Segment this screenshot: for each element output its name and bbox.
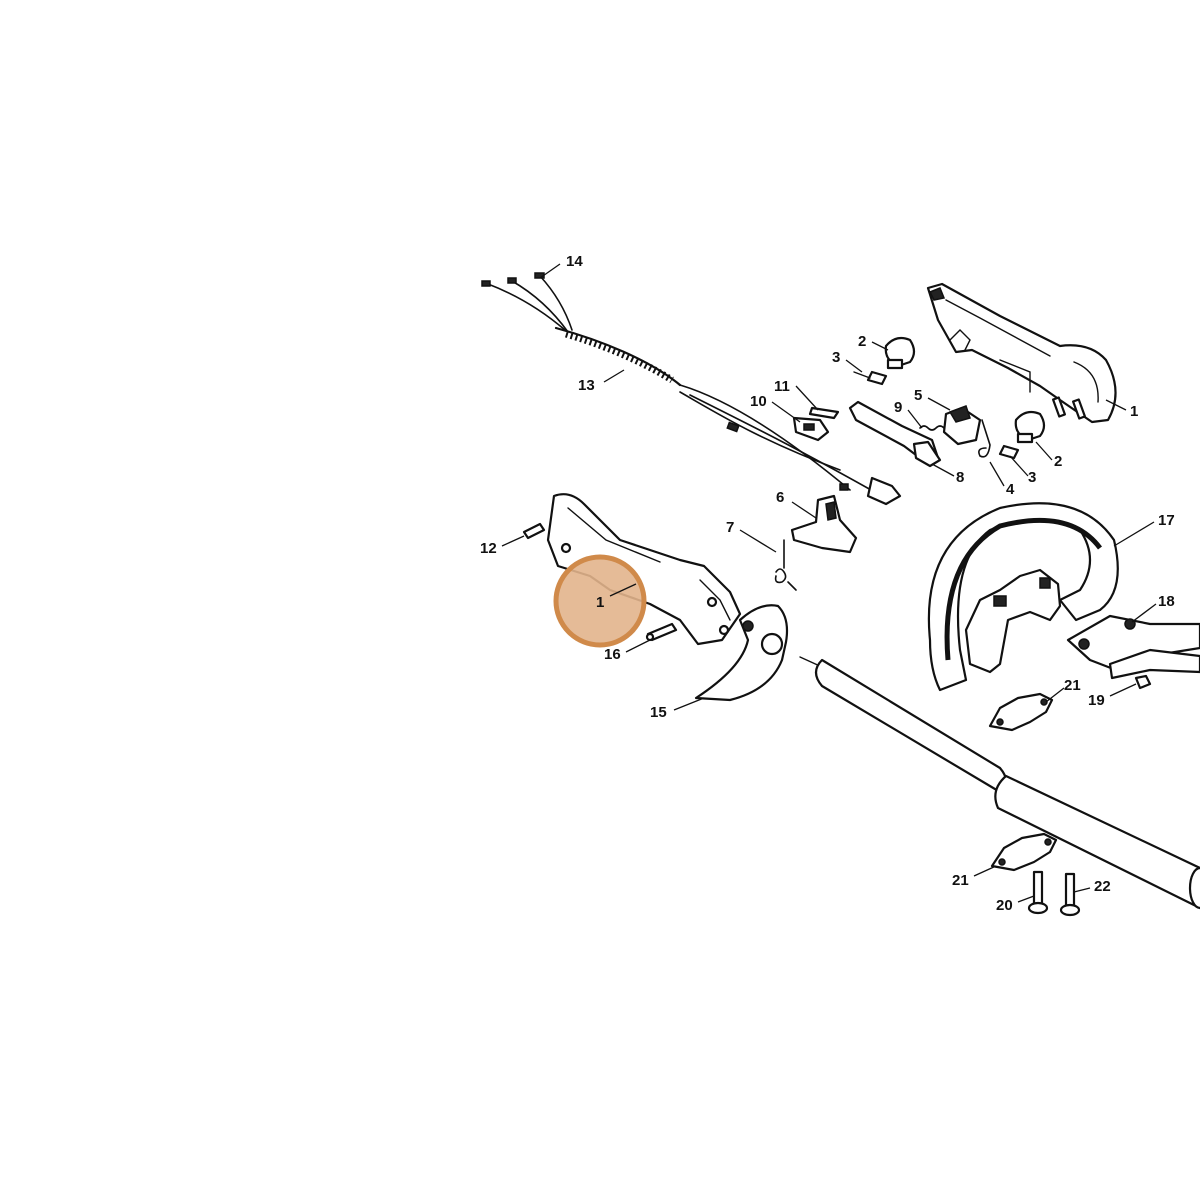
callout-2-upper: 2 (858, 333, 866, 350)
callout-14: 14 (566, 253, 583, 270)
clamp-lower (998, 410, 1046, 460)
callout-4: 4 (1006, 481, 1015, 498)
highlight-circle[interactable] (553, 554, 647, 648)
clamp-upper (853, 336, 916, 386)
screw-20 (1027, 870, 1049, 915)
callout-8: 8 (956, 469, 964, 486)
callout-21-upper: 21 (1064, 677, 1081, 694)
shaft-clamp-lower (990, 832, 1058, 872)
callout-20: 20 (996, 897, 1013, 914)
screw-12 (522, 522, 546, 540)
callout-16: 16 (604, 646, 621, 663)
callout-2-lower: 2 (1054, 453, 1062, 470)
handle-housing-upper (926, 282, 1117, 424)
callout-13: 13 (578, 377, 595, 394)
barrier-bracket (1066, 614, 1200, 690)
handle-shell-left (546, 493, 742, 646)
leader-lines (501, 263, 1157, 903)
handle-cover (694, 604, 789, 702)
lockout-lever (942, 405, 991, 458)
callout-22: 22 (1094, 878, 1111, 895)
callout-15: 15 (650, 704, 667, 721)
loop-handle (927, 502, 1119, 692)
screw-22 (1059, 872, 1081, 917)
torsion-spring (774, 539, 797, 591)
callout-6: 6 (776, 489, 784, 506)
wiring-harness (481, 272, 902, 506)
callout-3-upper: 3 (832, 349, 840, 366)
drive-shaft (799, 656, 1200, 910)
switch-assembly (792, 406, 840, 442)
callout-19: 19 (1088, 692, 1105, 709)
callout-1-highlighted: 1 (596, 594, 604, 611)
callout-9: 9 (894, 399, 902, 416)
spring-small (919, 425, 945, 431)
callout-10: 10 (750, 393, 767, 410)
callout-3-lower: 3 (1028, 469, 1036, 486)
screw-16 (645, 622, 678, 642)
callout-21-lower: 21 (952, 872, 969, 889)
callout-12: 12 (480, 540, 497, 557)
throttle-lever (790, 494, 858, 554)
shaft-clamp-upper (988, 692, 1054, 732)
callout-17: 17 (1158, 512, 1175, 529)
callout-7: 7 (726, 519, 734, 536)
throttle-trigger (848, 400, 942, 468)
callout-1-upper: 1 (1130, 403, 1138, 420)
callout-18: 18 (1158, 593, 1175, 610)
callout-5: 5 (914, 387, 922, 404)
callout-11: 11 (774, 378, 790, 395)
